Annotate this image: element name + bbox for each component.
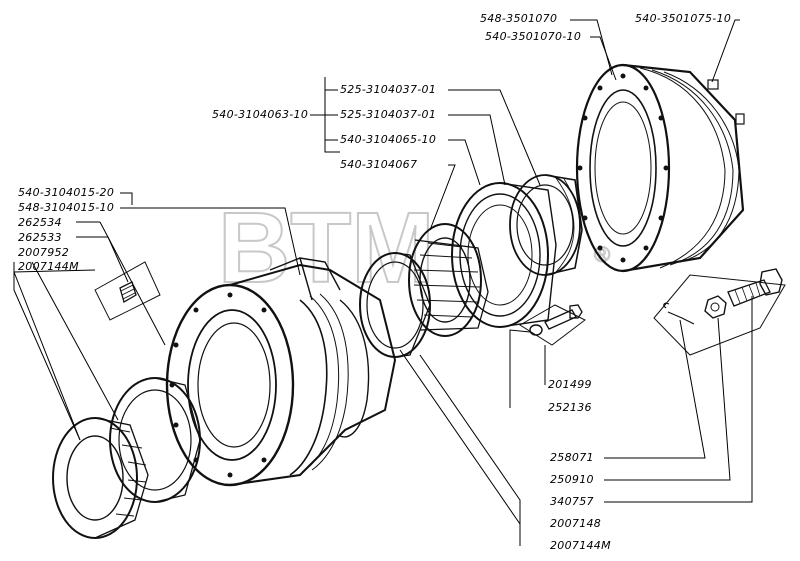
oil-seal-and-bearing-cage bbox=[451, 174, 583, 328]
label-548-3104015-10: 548-3104015-10 bbox=[18, 201, 114, 214]
label-540-3104015-20: 540-3104015-20 bbox=[18, 186, 114, 199]
label-548-3501070: 548-3501070 bbox=[480, 12, 557, 25]
watermark-text: BTM bbox=[218, 192, 435, 304]
label-201499: 201499 bbox=[548, 378, 592, 391]
watermark-registered-mark: ® bbox=[594, 242, 610, 267]
label-540-3104067: 540-3104067 bbox=[340, 158, 417, 171]
label-2007148: 2007148 bbox=[550, 517, 601, 530]
label-540-3104063-10: 540-3104063-10 bbox=[212, 108, 308, 121]
taper-roller-bearing-outer bbox=[52, 417, 149, 539]
label-540-3501075-10: 540-3501075-10 bbox=[635, 12, 731, 25]
small-bolt-washer bbox=[519, 304, 586, 346]
label-258071: 258071 bbox=[550, 451, 594, 464]
part-number-labels: 548-3501070 540-3501070-10 540-3501075-1… bbox=[18, 12, 731, 552]
label-2007952: 2007952 bbox=[18, 246, 69, 259]
label-2007144M-b: 2007144M bbox=[550, 539, 611, 552]
watermark: BTM ® bbox=[217, 191, 611, 305]
wheel-hub-housing bbox=[165, 257, 397, 487]
leader-lines bbox=[13, 19, 753, 546]
stud-detail bbox=[94, 261, 161, 321]
brake-drum bbox=[575, 63, 745, 273]
label-540-3501070-10: 540-3501070-10 bbox=[485, 30, 581, 43]
label-252136: 252136 bbox=[548, 401, 592, 414]
label-2007144M-a: 2007144M bbox=[18, 260, 79, 273]
label-262534: 262534 bbox=[18, 216, 62, 229]
label-540-3104065-10: 540-3104065-10 bbox=[340, 133, 436, 146]
label-525-3104037-01-b: 525-3104037-01 bbox=[340, 108, 436, 121]
bolt-nut-cotter-set bbox=[653, 268, 786, 356]
label-525-3104037-01-a: 525-3104037-01 bbox=[340, 83, 436, 96]
label-340757: 340757 bbox=[550, 495, 594, 508]
bearing-outer-race-left bbox=[109, 377, 201, 503]
label-262533: 262533 bbox=[18, 231, 62, 244]
label-250910: 250910 bbox=[550, 473, 594, 486]
taper-roller-bearing-inner bbox=[408, 223, 489, 337]
